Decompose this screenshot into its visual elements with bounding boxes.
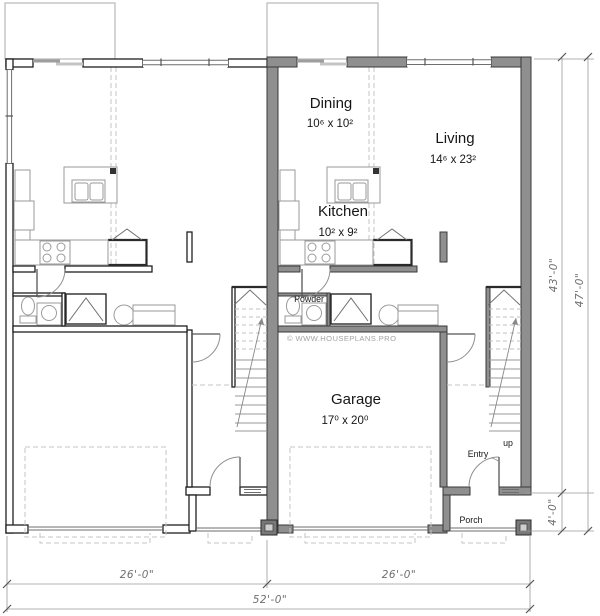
interior-doors [36, 268, 476, 363]
stairs-left-unit [192, 308, 267, 432]
dining-label: Dining [310, 95, 353, 112]
dining-size: 10⁶ x 10² [307, 118, 353, 130]
patio-door-left-unit [33, 59, 83, 66]
powder-room-right-unit [284, 296, 327, 326]
garage-doors [28, 526, 428, 531]
front-doors [209, 456, 500, 488]
party-wall [266, 56, 279, 534]
driveway-apron-dashes [24, 446, 507, 544]
room-labels: Dining 10⁶ x 10² Living 14⁶ x 23² Kitche… [294, 95, 513, 525]
garage-label: Garage [331, 391, 381, 408]
deck-outline-right [266, 2, 379, 60]
dim-right-unit-width: 26'-0" [382, 569, 417, 581]
patio-door-right-unit [297, 59, 347, 66]
powder-room-left-unit [19, 296, 62, 326]
up-label: up [503, 438, 513, 448]
powder-label: Powder [294, 294, 324, 304]
entry-sidelite-windows [244, 489, 519, 493]
kitchen-right-unit [278, 166, 381, 266]
dimension-lines: 43'-0" 47'-0" 4'-0" 26'-0" 26'-0" 52'-0" [2, 52, 594, 614]
dim-depth-total: 47'-0" [574, 273, 586, 308]
stairs-right-unit [447, 308, 521, 432]
porch-label: Porch [460, 515, 483, 525]
laundry-left-unit [113, 304, 176, 326]
laundry-right-unit [378, 304, 439, 326]
entry-label: Entry [468, 449, 489, 459]
dim-porch-depth: 4'-0" [547, 498, 559, 525]
window-top-left-unit [143, 58, 228, 67]
dim-left-unit-width: 26'-0" [120, 569, 155, 581]
kitchen-label: Kitchen [318, 203, 368, 220]
porch-left-unit [196, 519, 278, 536]
kitchen-size: 10² x 9² [319, 227, 358, 239]
window-top-right-unit [407, 57, 491, 67]
garage-size: 17⁰ x 20⁰ [322, 415, 369, 427]
dim-depth-main: 43'-0" [548, 258, 560, 293]
watermark: © WWW.HOUSEPLANS.PRO [287, 334, 396, 343]
window-side-left-unit [5, 70, 14, 163]
living-label: Living [435, 130, 474, 147]
kitchen-left-unit [13, 166, 118, 266]
entry-leader-line [490, 457, 501, 464]
unit-left-walls [5, 58, 268, 534]
closet-chevrons [68, 228, 521, 322]
dim-total-width: 52'-0" [253, 594, 288, 606]
unit-right-walls [266, 56, 532, 534]
deck-outline-left [4, 2, 116, 60]
living-size: 14⁶ x 23² [430, 154, 476, 166]
